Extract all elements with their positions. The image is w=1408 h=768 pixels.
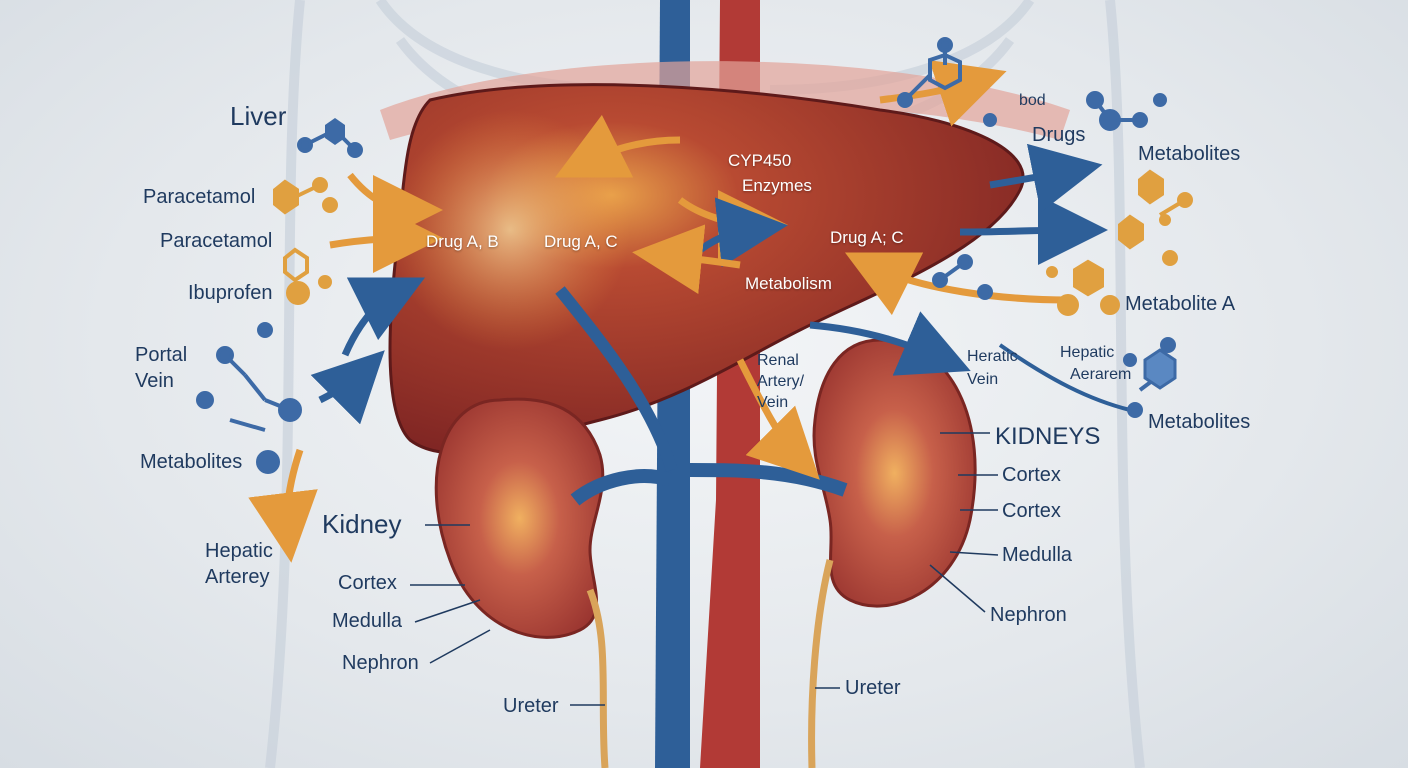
portal-vein xyxy=(555,286,678,472)
label-ureter-left: Ureter xyxy=(503,695,559,717)
label-liver: Liver xyxy=(230,101,287,131)
label-renal-2: Artery/ xyxy=(757,373,805,390)
label-paracetamol-2: Paracetamol xyxy=(160,230,273,252)
label-portal-vein-2: Vein xyxy=(135,370,174,392)
label-cortex-right-1: Cortex xyxy=(1002,464,1061,486)
label-ibuprofen: Ibuprofen xyxy=(188,282,273,304)
label-cyp450-1: CYP450 xyxy=(728,151,792,170)
label-kidneys: KIDNEYS xyxy=(995,423,1101,450)
label-metabolites-right: Metabolites xyxy=(1148,411,1251,433)
label-metabolites-left: Metabolites xyxy=(140,451,243,473)
label-hepatic-artery-2: Arterey xyxy=(205,566,270,588)
label-metabolism: Metabolism xyxy=(745,274,832,293)
right-kidney-shape xyxy=(812,338,977,608)
label-drug-ac-right: Drug A; C xyxy=(830,228,904,247)
label-cyp450-2: Enzymes xyxy=(742,176,812,195)
label-portal-vein-1: Portal xyxy=(135,344,188,366)
left-kidney-shape xyxy=(434,397,605,639)
label-nephron-left: Nephron xyxy=(342,652,419,674)
label-kidney-left: Kidney xyxy=(322,509,402,539)
ureter-right-tube xyxy=(808,559,834,768)
label-drugs: Drugs xyxy=(1032,124,1086,146)
label-cortex-left: Cortex xyxy=(338,572,397,594)
label-drug-ac: Drug A, C xyxy=(544,232,618,251)
label-bod: bod xyxy=(1019,92,1046,109)
label-medulla-right: Medulla xyxy=(1002,544,1073,566)
renal-vein-left xyxy=(570,469,673,506)
label-metabolite-a: Metabolite A xyxy=(1125,293,1236,315)
label-metabolites-top-right: Metabolites xyxy=(1138,143,1241,165)
metabolic-arrows xyxy=(248,60,1131,563)
label-hepatic-arem-2: Aerarem xyxy=(1070,366,1132,383)
label-ureter-right: Ureter xyxy=(845,677,901,699)
label-cortex-right-2: Cortex xyxy=(1002,500,1061,522)
molecules xyxy=(196,37,1193,474)
label-paracetamol-1: Paracetamol xyxy=(143,186,256,208)
ureter-left-tube xyxy=(586,588,609,768)
label-medulla-left: Medulla xyxy=(332,610,403,632)
liver-glow xyxy=(390,110,630,350)
label-nephron-right: Nephron xyxy=(990,604,1067,626)
label-hepatic-artery-1: Hepatic xyxy=(205,540,273,562)
label-renal-1: Renal xyxy=(757,352,799,369)
label-drug-ab: Drug A, B xyxy=(426,232,499,251)
label-heratic-vein-2: Vein xyxy=(967,371,999,388)
label-hepatic-arem-1: Hepatic xyxy=(1060,344,1115,361)
label-renal-3: Vein xyxy=(757,394,789,411)
label-heratic-vein-1: Heratic xyxy=(967,348,1018,365)
